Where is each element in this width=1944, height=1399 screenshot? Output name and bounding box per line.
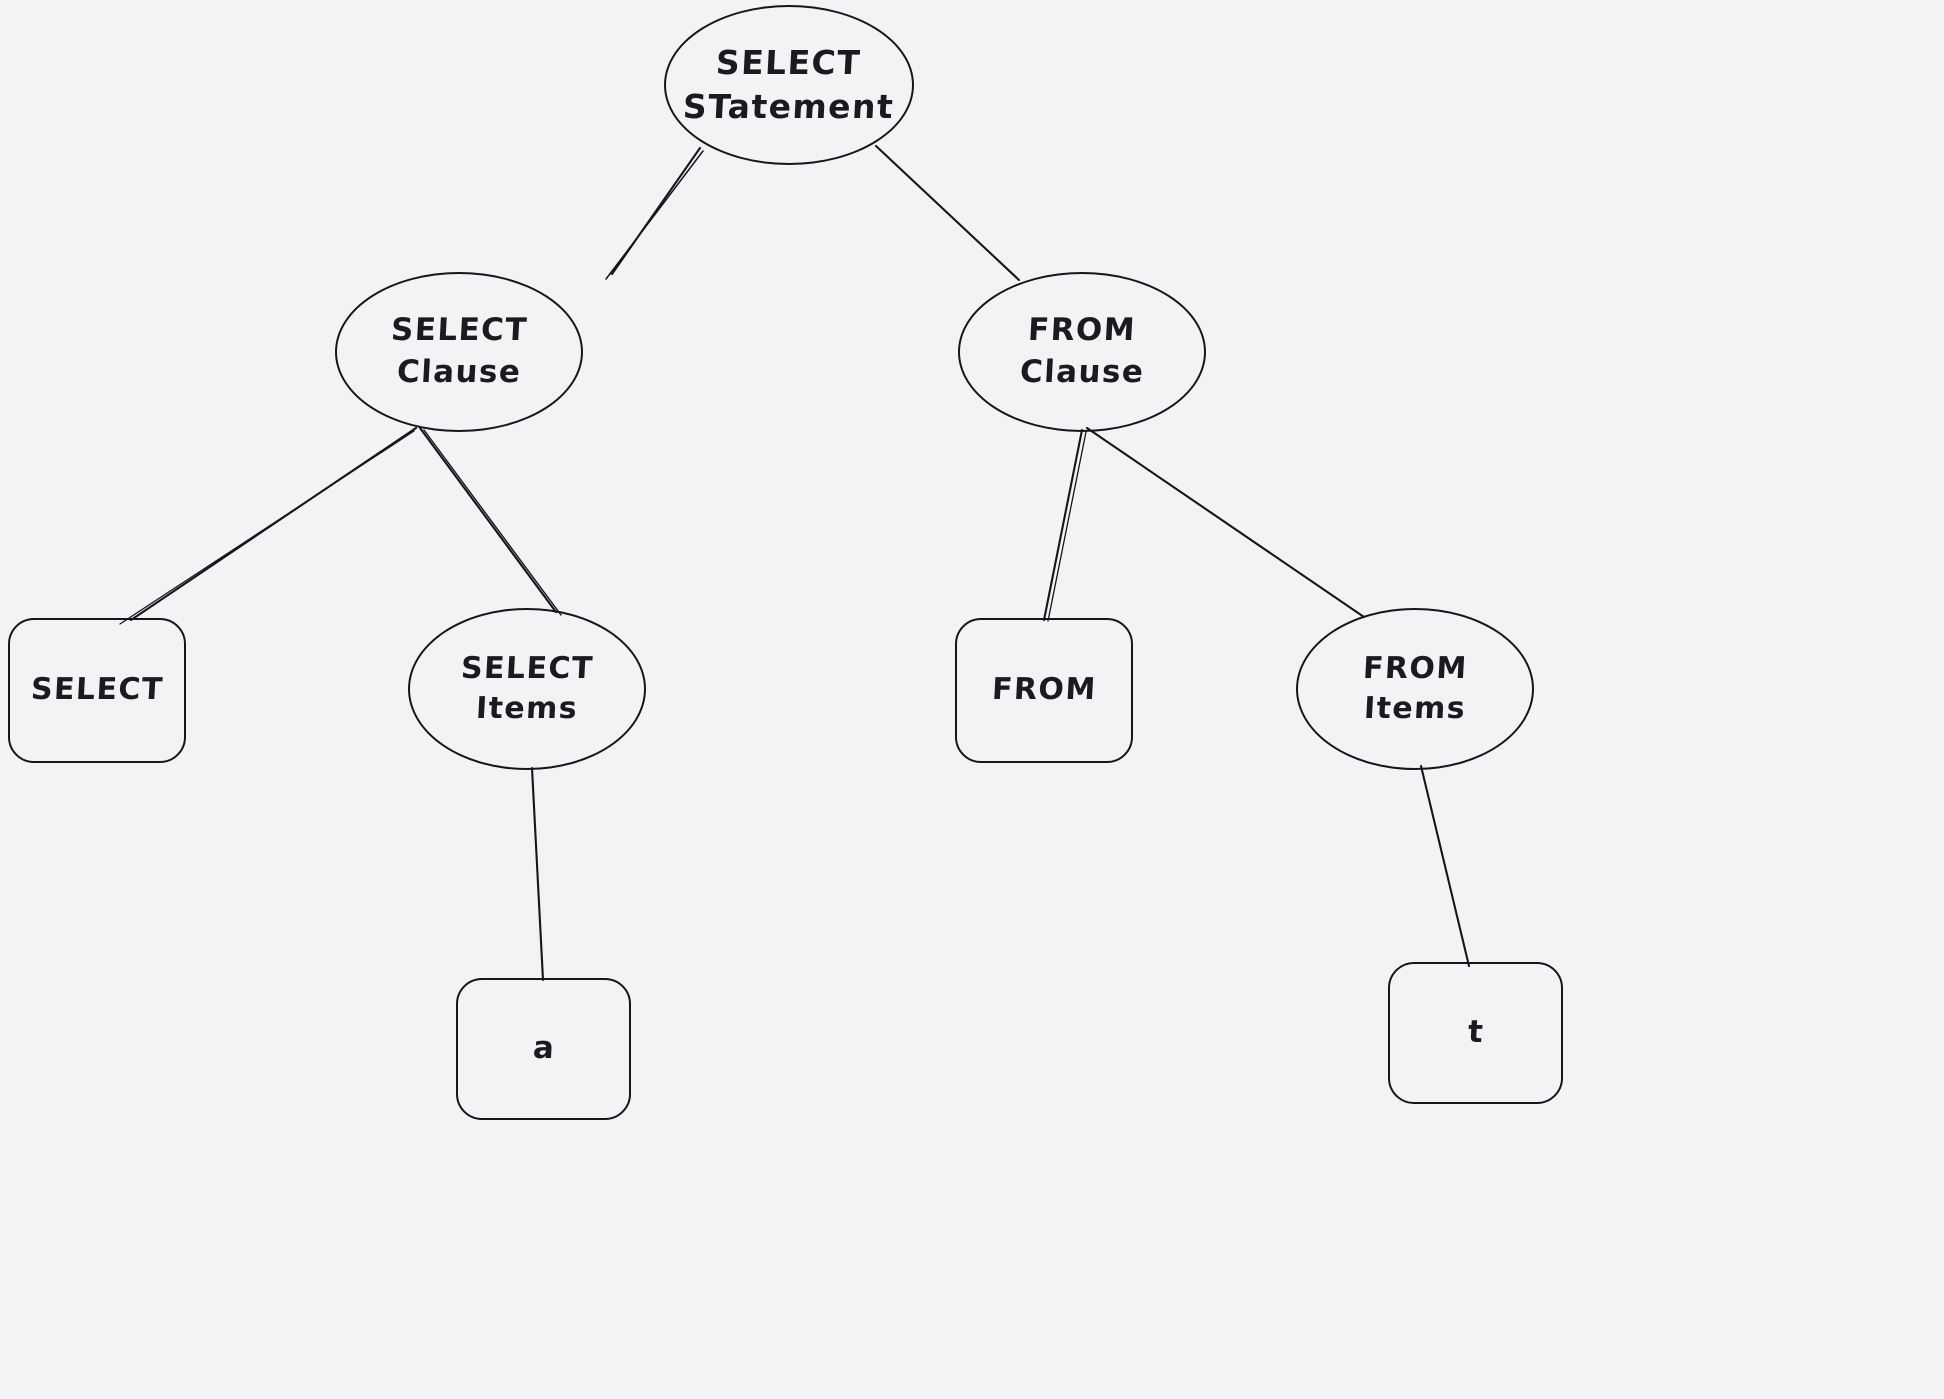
edge-select-items-to-a [530, 766, 545, 982]
node-t-terminal-label: t [1466, 1014, 1485, 1051]
edge-statement-to-select-clause [605, 146, 704, 280]
node-from-items[interactable]: FROM Items [1296, 608, 1534, 770]
node-select-clause-line2: Clause [395, 354, 523, 390]
node-from-clause[interactable]: FROM Clause [958, 272, 1206, 432]
node-from-terminal[interactable]: FROM [955, 618, 1133, 763]
edge-from-clause-to-from-terminal [1042, 428, 1087, 622]
edge-from-clause-to-from-items [1085, 426, 1366, 619]
node-select-terminal[interactable]: SELECT [8, 618, 186, 763]
node-t-terminal[interactable]: t [1388, 962, 1563, 1104]
node-from-items-line1: FROM [1361, 650, 1469, 686]
node-select-items-line2: Items [475, 691, 579, 726]
node-select-terminal-label: SELECT [29, 672, 165, 708]
node-select-statement[interactable]: SELECT STatement [664, 5, 914, 165]
node-from-clause-line2: Clause [1018, 354, 1146, 390]
node-a-terminal[interactable]: a [456, 978, 631, 1120]
node-select-clause-line1: SELECT [389, 312, 529, 349]
node-from-terminal-label: FROM [990, 672, 1098, 708]
node-select-items-line1: SELECT [459, 650, 595, 686]
node-select-statement-line2: STatement [682, 87, 896, 126]
node-select-clause[interactable]: SELECT Clause [335, 272, 583, 432]
node-from-items-line2: Items [1363, 691, 1467, 726]
edge-statement-to-from-clause [874, 144, 1021, 282]
node-select-statement-line1: SELECT [715, 42, 863, 82]
edge-from-items-to-t [1419, 764, 1471, 968]
edge-select-clause-to-select-terminal [119, 426, 418, 625]
node-a-terminal-label: a [531, 1030, 556, 1067]
node-from-clause-line1: FROM [1027, 312, 1137, 349]
edge-select-clause-to-select-items [418, 426, 562, 616]
node-select-items[interactable]: SELECT Items [408, 608, 646, 770]
